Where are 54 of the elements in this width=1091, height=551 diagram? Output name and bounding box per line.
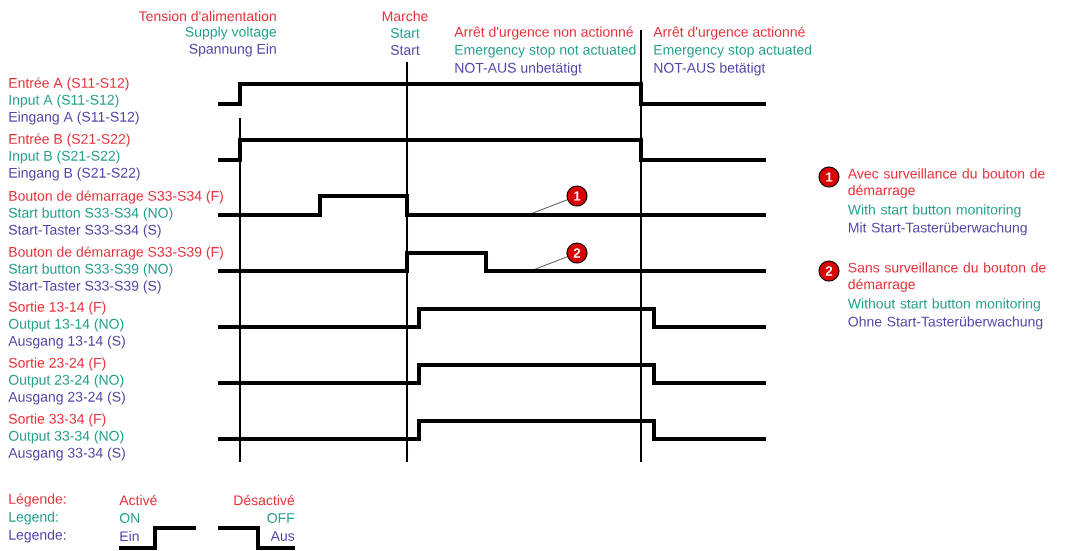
label-text: Arrêt d'urgence actionné xyxy=(653,26,805,40)
callout-text: With start button monitoring xyxy=(847,204,1021,218)
label-text: Tension d'alimentation xyxy=(138,10,276,22)
label-text: Légende: xyxy=(9,493,66,507)
leader-line xyxy=(532,256,568,271)
label-text: Aus xyxy=(270,531,295,541)
label-text: Sortie 13-14 (F) xyxy=(8,301,106,315)
label-text: Start button S33-S34 (NO) xyxy=(8,207,173,221)
label-text: Entrée B (S21-S22) xyxy=(9,133,130,147)
callout-text: Without start button monitoring xyxy=(847,298,1040,312)
label-text: Eingang B (S21-S22) xyxy=(9,167,140,181)
label-text: Ausgang 33-34 (S) xyxy=(8,447,125,461)
label-text: Output 33-34 (NO) xyxy=(8,430,124,444)
label-text: Output 23-24 (NO) xyxy=(8,374,124,388)
label-text: Activé xyxy=(119,494,157,506)
callout-number: 1 xyxy=(566,185,588,207)
label-text: ON xyxy=(119,513,140,523)
leader-line xyxy=(532,199,568,214)
label-text: NOT-AUS betätigt xyxy=(654,62,766,76)
label-text: Sortie 33-34 (F) xyxy=(8,413,106,427)
label-text: Entrée A (S11-S12) xyxy=(9,77,129,91)
label-text: Sortie 23-24 (F) xyxy=(8,357,106,371)
label-text: Start-Taster S33-S34 (S) xyxy=(8,224,161,238)
label-text: Output 13-14 (NO) xyxy=(8,318,124,332)
callout-number: 1 xyxy=(818,166,840,188)
label-text: Input B (S21-S22) xyxy=(9,150,120,164)
callout-text: Mit Start-Tasterüberwachung xyxy=(848,222,1027,236)
label-text: Start button S33-S39 (NO) xyxy=(8,263,173,277)
label-text: Bouton de démarrage S33-S39 (F) xyxy=(9,246,223,260)
callout-text: Sans surveillance du bouton de démarrage xyxy=(848,262,1046,292)
label-text: Bouton de démarrage S33-S34 (F) xyxy=(9,190,223,204)
label-text: Input A (S11-S12) xyxy=(9,94,119,108)
callout-number: 2 xyxy=(818,260,840,282)
label-text: Désactivé xyxy=(234,494,295,506)
label-text: Legende: xyxy=(9,529,66,543)
label-text: Ein xyxy=(120,530,139,542)
label-text: NOT-AUS unbetätigt xyxy=(455,62,582,76)
callout-text: Avec surveillance du bouton de démarrage xyxy=(847,168,1045,198)
label-text: Eingang A (S11-S12) xyxy=(9,111,139,125)
callout-number: 2 xyxy=(566,242,588,264)
label-text: Ausgang 23-24 (S) xyxy=(8,391,125,405)
label-text: Start-Taster S33-S39 (S) xyxy=(8,280,161,294)
label-text: Spannung Ein xyxy=(189,43,276,57)
callout-text: Ohne Start-Tasterüberwachung xyxy=(848,316,1043,330)
label-text: Legend: xyxy=(9,511,58,525)
label-text: Arrêt d'urgence non actionné xyxy=(454,26,633,40)
label-text: Emergency stop not actuated xyxy=(455,44,636,58)
label-text: Start xyxy=(390,28,420,38)
label-text: Ausgang 13-14 (S) xyxy=(8,335,125,349)
label-text: Supply voltage xyxy=(185,26,277,40)
label-text: Start xyxy=(390,45,420,55)
label-text: Marche xyxy=(382,10,428,22)
label-text: Emergency stop actuated xyxy=(654,44,812,58)
label-text: OFF xyxy=(267,513,295,523)
